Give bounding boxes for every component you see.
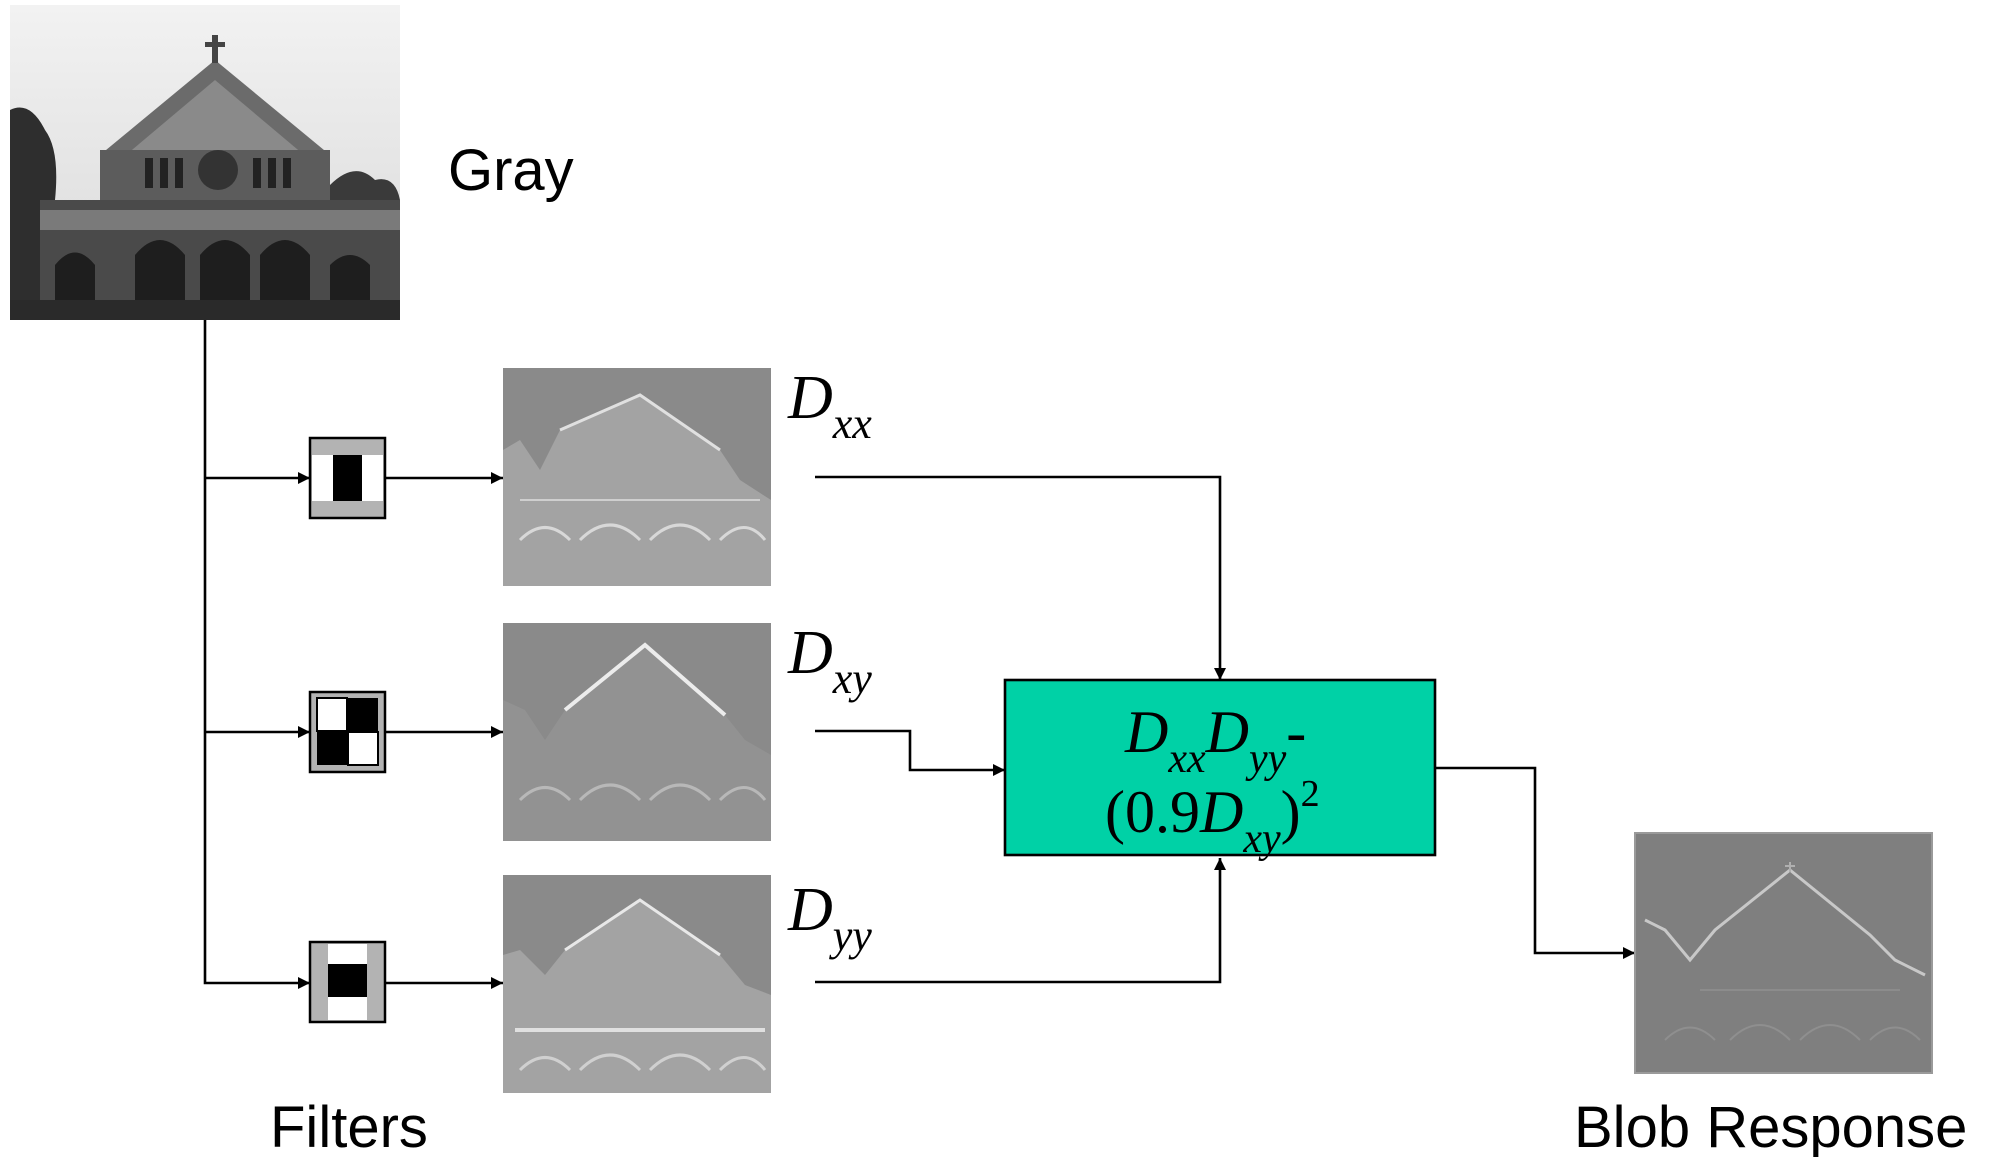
dyy-response-image [503, 875, 771, 1093]
dxy-to-formula-connector [815, 729, 1005, 776]
dxy-label: Dxy [787, 619, 872, 703]
formula-to-blob-arrow [1435, 766, 1635, 959]
formula-line-2: (0.9Dxy)2 [1105, 773, 1320, 862]
formula-line-1: DxxDyy- [1124, 699, 1306, 782]
blob-response-image [1634, 832, 1933, 1074]
gray-label: Gray [448, 138, 574, 203]
dxx-response-image [503, 368, 771, 586]
dxy-filter-icon [308, 690, 387, 774]
dyy-label: Dyy [787, 876, 872, 960]
blob-response-label: Blob Response [1574, 1095, 1967, 1157]
dxx-filter-icon [308, 436, 387, 520]
dxy-response-image [503, 623, 771, 841]
dxx-to-formula-connector [815, 475, 1226, 680]
dyy-filter-icon [308, 940, 387, 1024]
dxx-label: Dxx [787, 364, 872, 448]
trunk-to-dyy-filter-line [203, 320, 310, 989]
dyy-to-formula-connector [815, 858, 1226, 984]
gray-image [10, 5, 400, 320]
determinant-formula-box [1003, 678, 1437, 857]
filters-label: Filters [270, 1095, 428, 1157]
